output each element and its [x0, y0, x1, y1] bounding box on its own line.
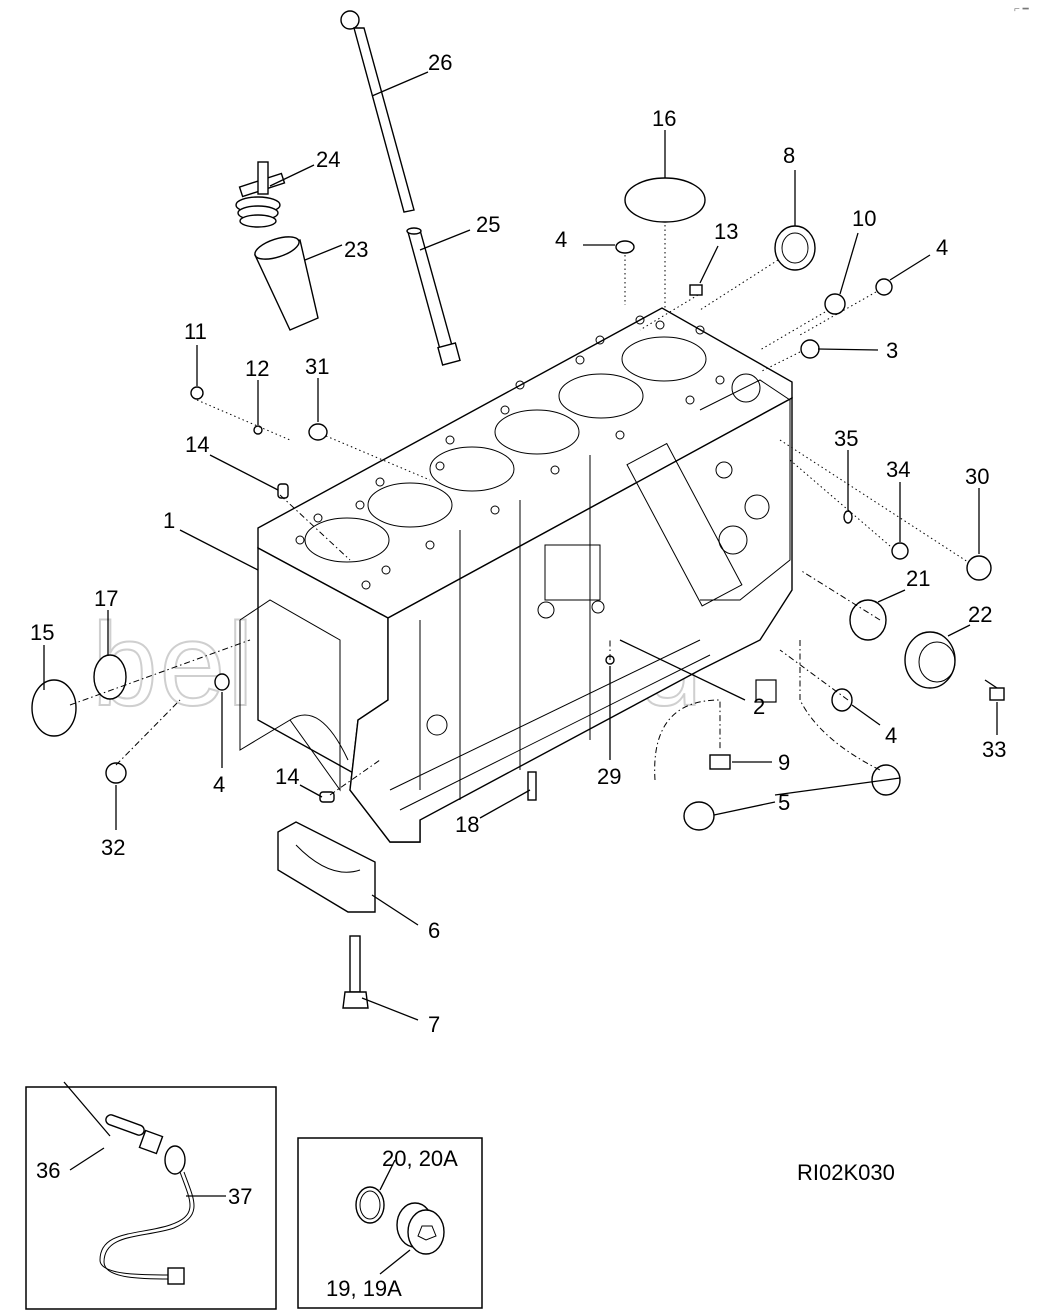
callout-8: 8: [783, 143, 795, 168]
drawing-code: RI02K030: [797, 1160, 895, 1185]
assembly-lines: [69, 225, 969, 796]
callout-33: 33: [982, 737, 1006, 762]
plug-11: [190, 386, 204, 400]
ring-17: [93, 654, 127, 700]
housing-22: [904, 631, 956, 689]
callout-10: 10: [852, 206, 876, 231]
callout-20: 20, 20A: [382, 1146, 458, 1171]
callout-17: 17: [94, 586, 118, 611]
callout-37: 37: [228, 1184, 252, 1209]
callout-35: 35: [834, 426, 858, 451]
callout-4-left: 4: [213, 772, 225, 797]
plug-31: [308, 423, 328, 441]
ring-35: [843, 510, 853, 524]
callout-19: 19, 19A: [326, 1276, 402, 1301]
plug-4-right: [875, 278, 893, 296]
plug-4-lower: [831, 688, 853, 712]
callout-11: 11: [184, 319, 207, 344]
bearing-cap: [277, 821, 376, 913]
callout-15: 15: [30, 620, 54, 645]
cover-15: [31, 679, 77, 737]
callout-13: 13: [714, 219, 738, 244]
callout-4-right: 4: [936, 235, 948, 260]
callout-34: 34: [886, 457, 910, 482]
plug-4-top: [615, 240, 635, 254]
callouts: 26 24 23 25 16 8 10 13 4 4 3 11 12 31 14…: [30, 50, 1006, 1037]
gasket-21: [849, 599, 887, 641]
callout-5: 5: [778, 790, 790, 815]
threaded-plug: [824, 293, 846, 315]
pin-13: [689, 284, 703, 296]
nozzle-9: [709, 754, 731, 770]
bolt-33: [984, 679, 1005, 701]
plug-34: [891, 542, 909, 560]
plug-30: [966, 555, 992, 581]
callout-16: 16: [652, 106, 676, 131]
callout-36: 36: [36, 1158, 60, 1183]
callout-31: 31: [305, 354, 329, 379]
callout-2: 2: [753, 694, 765, 719]
filler-cap: [235, 161, 286, 228]
callout-12: 12: [245, 356, 269, 381]
plug-4-left: [214, 673, 230, 691]
ring-12: [253, 425, 263, 435]
inset-sensor-harness: 36 37: [25, 1081, 277, 1310]
cylinder-block: [239, 307, 793, 843]
dowel-14-top: [277, 483, 289, 499]
dipstick: [340, 10, 415, 213]
callout-14-top: 14: [185, 432, 209, 457]
callout-22: 22: [968, 602, 992, 627]
callout-30: 30: [965, 464, 989, 489]
plug-3: [800, 339, 820, 359]
filler-tube: [254, 236, 319, 331]
callout-7: 7: [428, 1012, 440, 1037]
callout-32: 32: [101, 835, 125, 860]
callout-23: 23: [344, 237, 368, 262]
callout-26: 26: [428, 50, 452, 75]
callout-1: 1: [163, 508, 175, 533]
callout-4-lower: 4: [885, 723, 897, 748]
ring-32: [105, 762, 127, 784]
callout-24: 24: [316, 147, 340, 172]
callout-14-lower: 14: [275, 764, 299, 789]
bushing: [774, 225, 816, 271]
pin-18: [527, 771, 537, 801]
callout-29: 29: [597, 764, 621, 789]
callout-2-box: [755, 679, 777, 703]
cap-5-left: [683, 801, 715, 831]
callout-6: 6: [428, 918, 440, 943]
gasket-disc: [624, 177, 706, 223]
callout-18: 18: [455, 812, 479, 837]
callout-4-top: 4: [555, 227, 567, 252]
callout-25: 25: [476, 212, 500, 237]
callout-21: 21: [906, 566, 930, 591]
callout-3: 3: [886, 338, 898, 363]
inset-plug-ring: 20, 20A 19, 19A: [297, 1137, 483, 1309]
callout-9: 9: [778, 750, 790, 775]
bolt-7: [342, 935, 369, 1009]
leader-lines: [43, 71, 998, 1021]
dipstick-tube: [406, 227, 461, 366]
corner-mark: ⌐ ━: [1014, 4, 1030, 15]
